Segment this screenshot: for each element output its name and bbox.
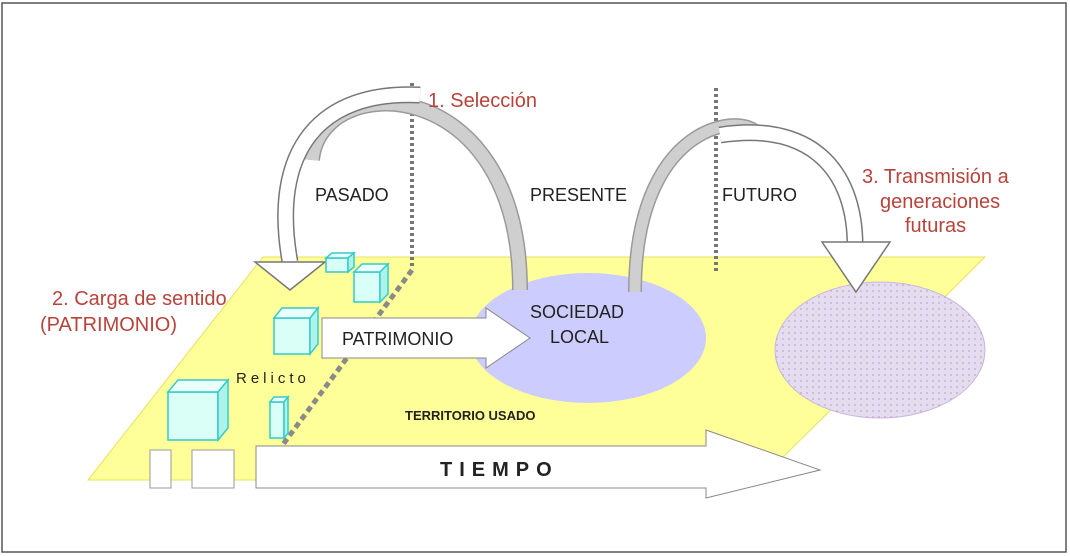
presente-label: PRESENTE — [530, 185, 627, 205]
patrimonio-arrow — [321, 307, 531, 369]
transmision-label-line3: futuras — [905, 215, 966, 237]
pasado-label: PASADO — [315, 185, 389, 205]
cube-pillar — [268, 394, 290, 441]
transmision-arrow-body — [718, 125, 862, 246]
cube-large — [166, 377, 230, 443]
territorio-label: TERRITORIO USADO — [405, 408, 536, 423]
future-ellipse-texture — [775, 282, 985, 418]
patrimonio-label: PATRIMONIO — [342, 329, 453, 349]
sociedad-label-line2: LOCAL — [550, 327, 609, 347]
transmision-label-line2: generaciones — [880, 191, 1000, 213]
transmision-label-line1: 3. Transmisión a — [862, 166, 1010, 188]
tiempo-label: TIEMPO — [440, 459, 559, 481]
cube-tiny — [323, 251, 357, 274]
cube-medium — [272, 305, 320, 357]
sociedad-local-ellipse — [470, 273, 706, 403]
relicto-label: Relicto — [236, 370, 310, 387]
carga-label-line2: (PATRIMONIO) — [40, 314, 177, 336]
tiempo-arrow — [255, 429, 822, 499]
sociedad-label-line1: SOCIEDAD — [530, 302, 624, 322]
seleccion-label: 1. Selección — [428, 90, 537, 112]
base-block-small — [149, 449, 172, 489]
base-block-large — [191, 449, 235, 489]
transmision-arrow-head — [820, 241, 892, 294]
carga-arrow-head — [252, 261, 328, 291]
futuro-label: FUTURO — [722, 185, 797, 205]
cube-upper — [352, 262, 390, 304]
carga-arrow-body — [278, 87, 421, 264]
carga-label-line1: 2. Carga de sentido — [52, 288, 227, 310]
